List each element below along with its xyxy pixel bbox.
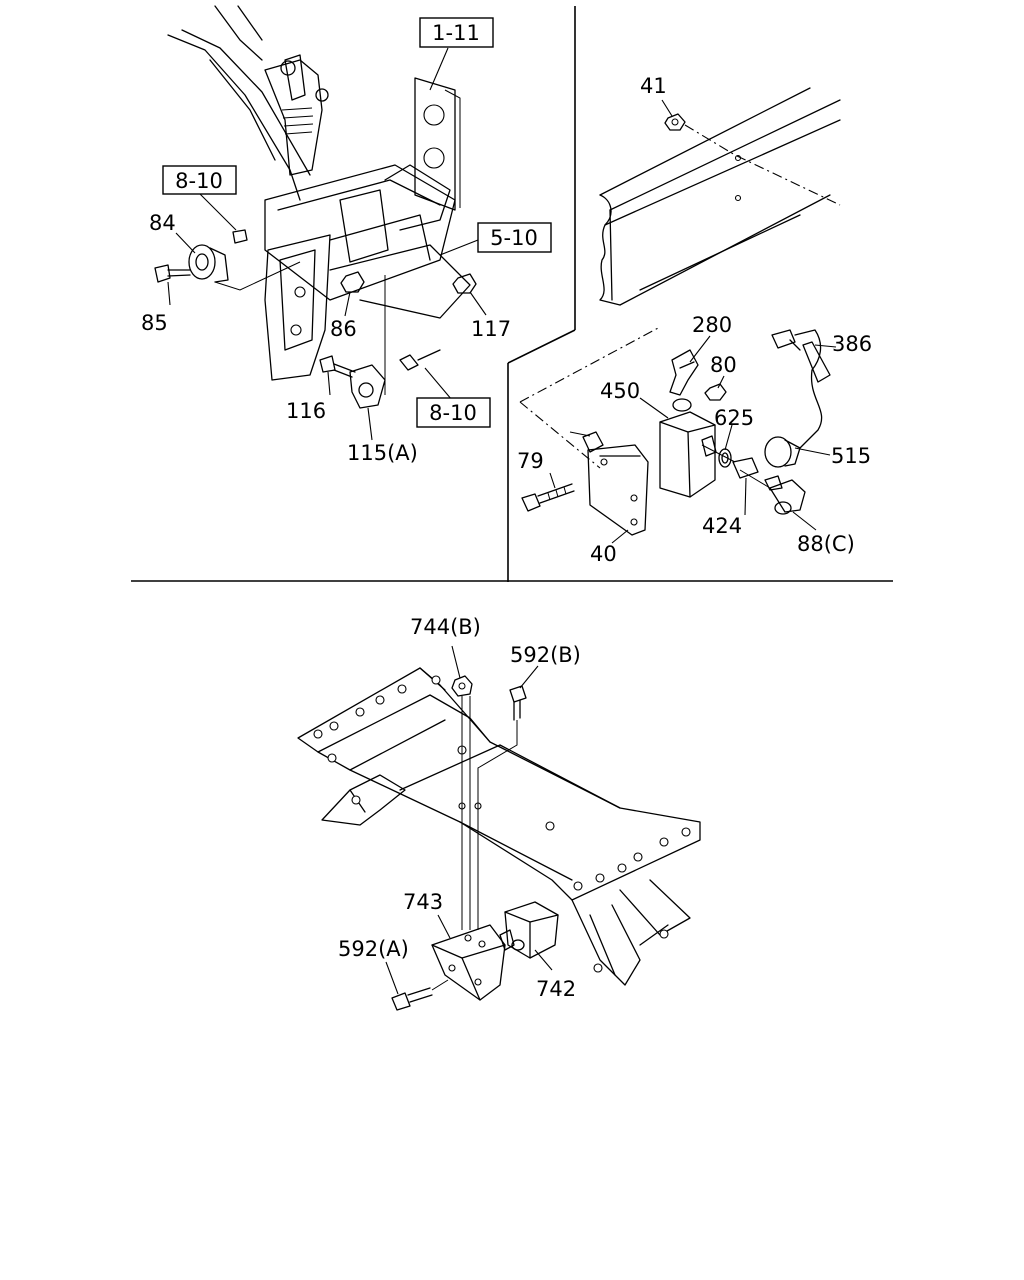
callout-79: 79: [517, 449, 544, 473]
callout-592b: 592(B): [510, 643, 581, 667]
frame-bracket-assembly: [154, 5, 487, 441]
callout-116: 116: [286, 399, 326, 423]
callout-280: 280: [692, 313, 732, 337]
callout-41: 41: [640, 74, 667, 98]
callout-86: 86: [330, 317, 357, 341]
crossmember-module-assembly: [297, 645, 701, 1011]
ref-8-10-bottom-text: 8-10: [429, 401, 477, 425]
callout-88c: 88(C): [797, 532, 855, 556]
callout-40: 40: [590, 542, 617, 566]
ref-8-10-top-text: 8-10: [175, 169, 223, 193]
callout-386: 386: [832, 332, 872, 356]
callout-115a: 115(A): [347, 441, 418, 465]
callout-592a: 592(A): [338, 937, 409, 961]
callout-515: 515: [831, 444, 871, 468]
ref-1-11-text: 1-11: [432, 21, 480, 45]
callout-450: 450: [600, 379, 640, 403]
ref-box-8-10-top: 8-10: [162, 165, 237, 195]
callout-743: 743: [403, 890, 443, 914]
ref-box-5-10: 5-10: [477, 222, 552, 253]
ref-box-1-11: 1-11: [419, 17, 494, 48]
ref-box-8-10-bottom: 8-10: [416, 397, 491, 428]
callout-labels: 41 84 85 86 117 116 115(A) 280 80 386 45…: [141, 74, 872, 1001]
callout-625: 625: [714, 406, 754, 430]
callout-424: 424: [702, 514, 742, 538]
callout-744b: 744(B): [410, 615, 481, 639]
callout-742: 742: [536, 977, 576, 1001]
panel-dividers: [131, 6, 893, 582]
callout-80: 80: [710, 353, 737, 377]
rail-and-valve-assembly: [519, 87, 841, 544]
callout-85: 85: [141, 311, 168, 335]
callout-117: 117: [471, 317, 511, 341]
ref-5-10-text: 5-10: [490, 226, 538, 250]
callout-84: 84: [149, 211, 176, 235]
